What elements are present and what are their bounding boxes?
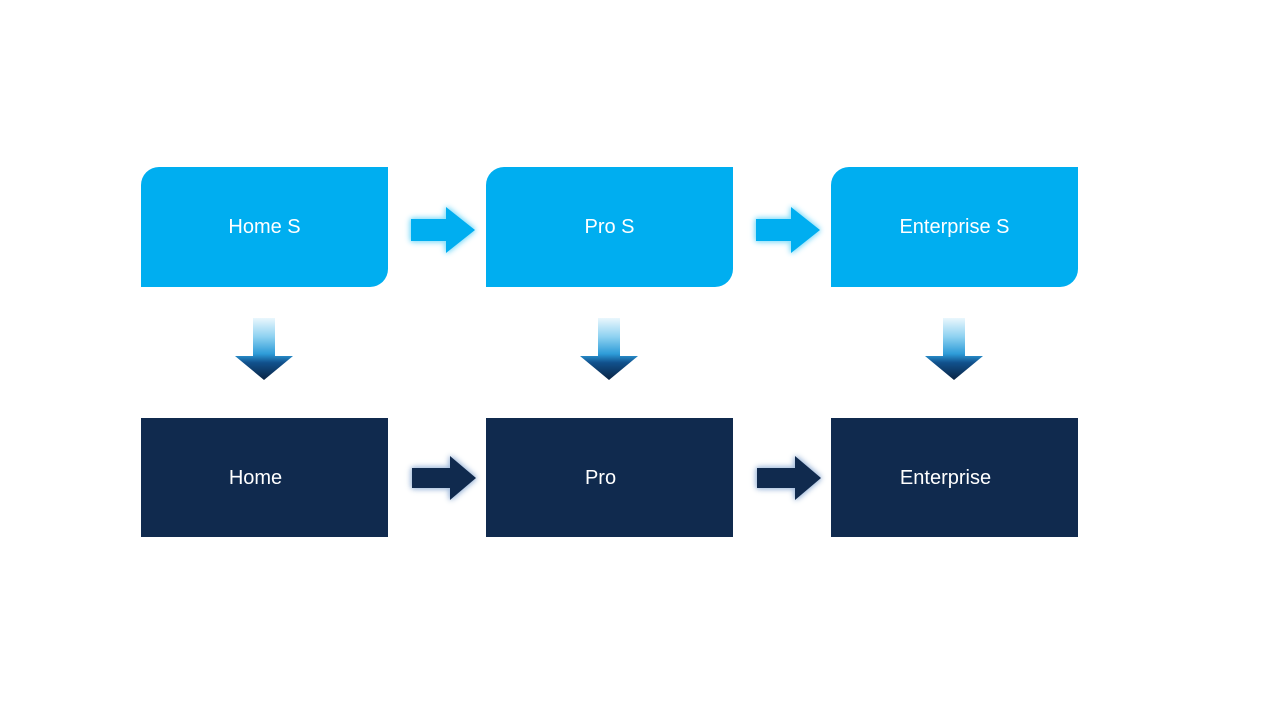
down-arrow-icon xyxy=(235,318,293,380)
right-arrow-icon xyxy=(411,207,475,253)
box-pro-s-label: Pro S xyxy=(584,216,635,238)
right-arrow-icon xyxy=(756,207,820,253)
box-enterprise-label: Enterprise xyxy=(899,466,992,489)
box-home-s: Home S xyxy=(141,167,388,287)
box-enterprise-s-label: Enterprise S xyxy=(899,216,1010,238)
box-enterprise-s: Enterprise S xyxy=(831,167,1078,287)
box-home: Home xyxy=(141,418,388,537)
box-pro: Pro xyxy=(486,418,733,537)
box-home-s-label: Home S xyxy=(228,216,301,238)
right-arrow-icon xyxy=(412,456,476,500)
right-arrow-icon xyxy=(757,456,821,500)
down-arrow-icon xyxy=(925,318,983,380)
box-enterprise: Enterprise xyxy=(831,418,1078,537)
box-home-label: Home xyxy=(228,466,283,489)
box-pro-label: Pro xyxy=(584,466,617,489)
box-pro-s: Pro S xyxy=(486,167,733,287)
down-arrow-icon xyxy=(580,318,638,380)
